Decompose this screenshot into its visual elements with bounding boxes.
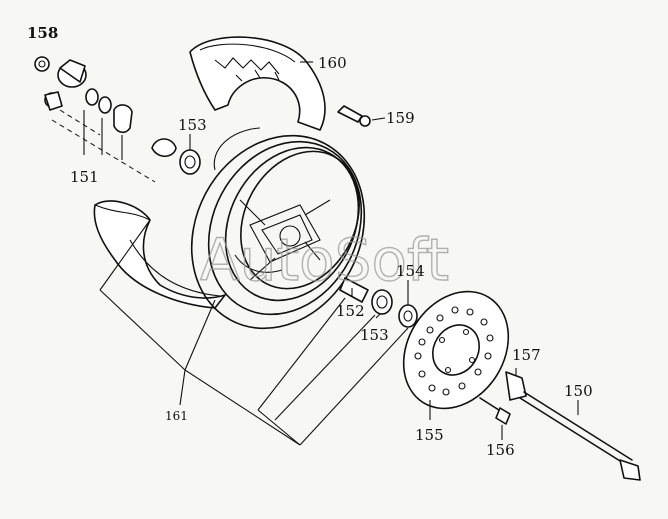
callout-157: 157 xyxy=(512,346,541,364)
axle-parts xyxy=(479,371,641,481)
callout-152: 152 xyxy=(336,302,365,320)
callout-155: 155 xyxy=(415,426,444,444)
callout-159: 159 xyxy=(386,109,415,127)
leader-lines xyxy=(83,61,579,446)
callout-154: 154 xyxy=(396,262,425,280)
callout-153-top: 153 xyxy=(178,116,207,134)
tire-part xyxy=(93,36,326,309)
callout-151: 151 xyxy=(70,168,99,186)
autosoft-watermark: AutoSoft xyxy=(200,226,449,294)
brake-disc-part xyxy=(402,290,510,410)
callout-156: 156 xyxy=(486,441,515,459)
left-hub-parts xyxy=(34,56,201,183)
callout-161: 161 xyxy=(165,409,188,423)
right-hub-parts xyxy=(339,277,418,328)
wheel-rim xyxy=(190,127,366,330)
callout-158: 158 xyxy=(27,24,58,42)
callout-153-bottom: 153 xyxy=(360,326,389,344)
callout-160: 160 xyxy=(318,54,347,72)
valve-part xyxy=(337,105,371,127)
callout-150: 150 xyxy=(564,382,593,400)
